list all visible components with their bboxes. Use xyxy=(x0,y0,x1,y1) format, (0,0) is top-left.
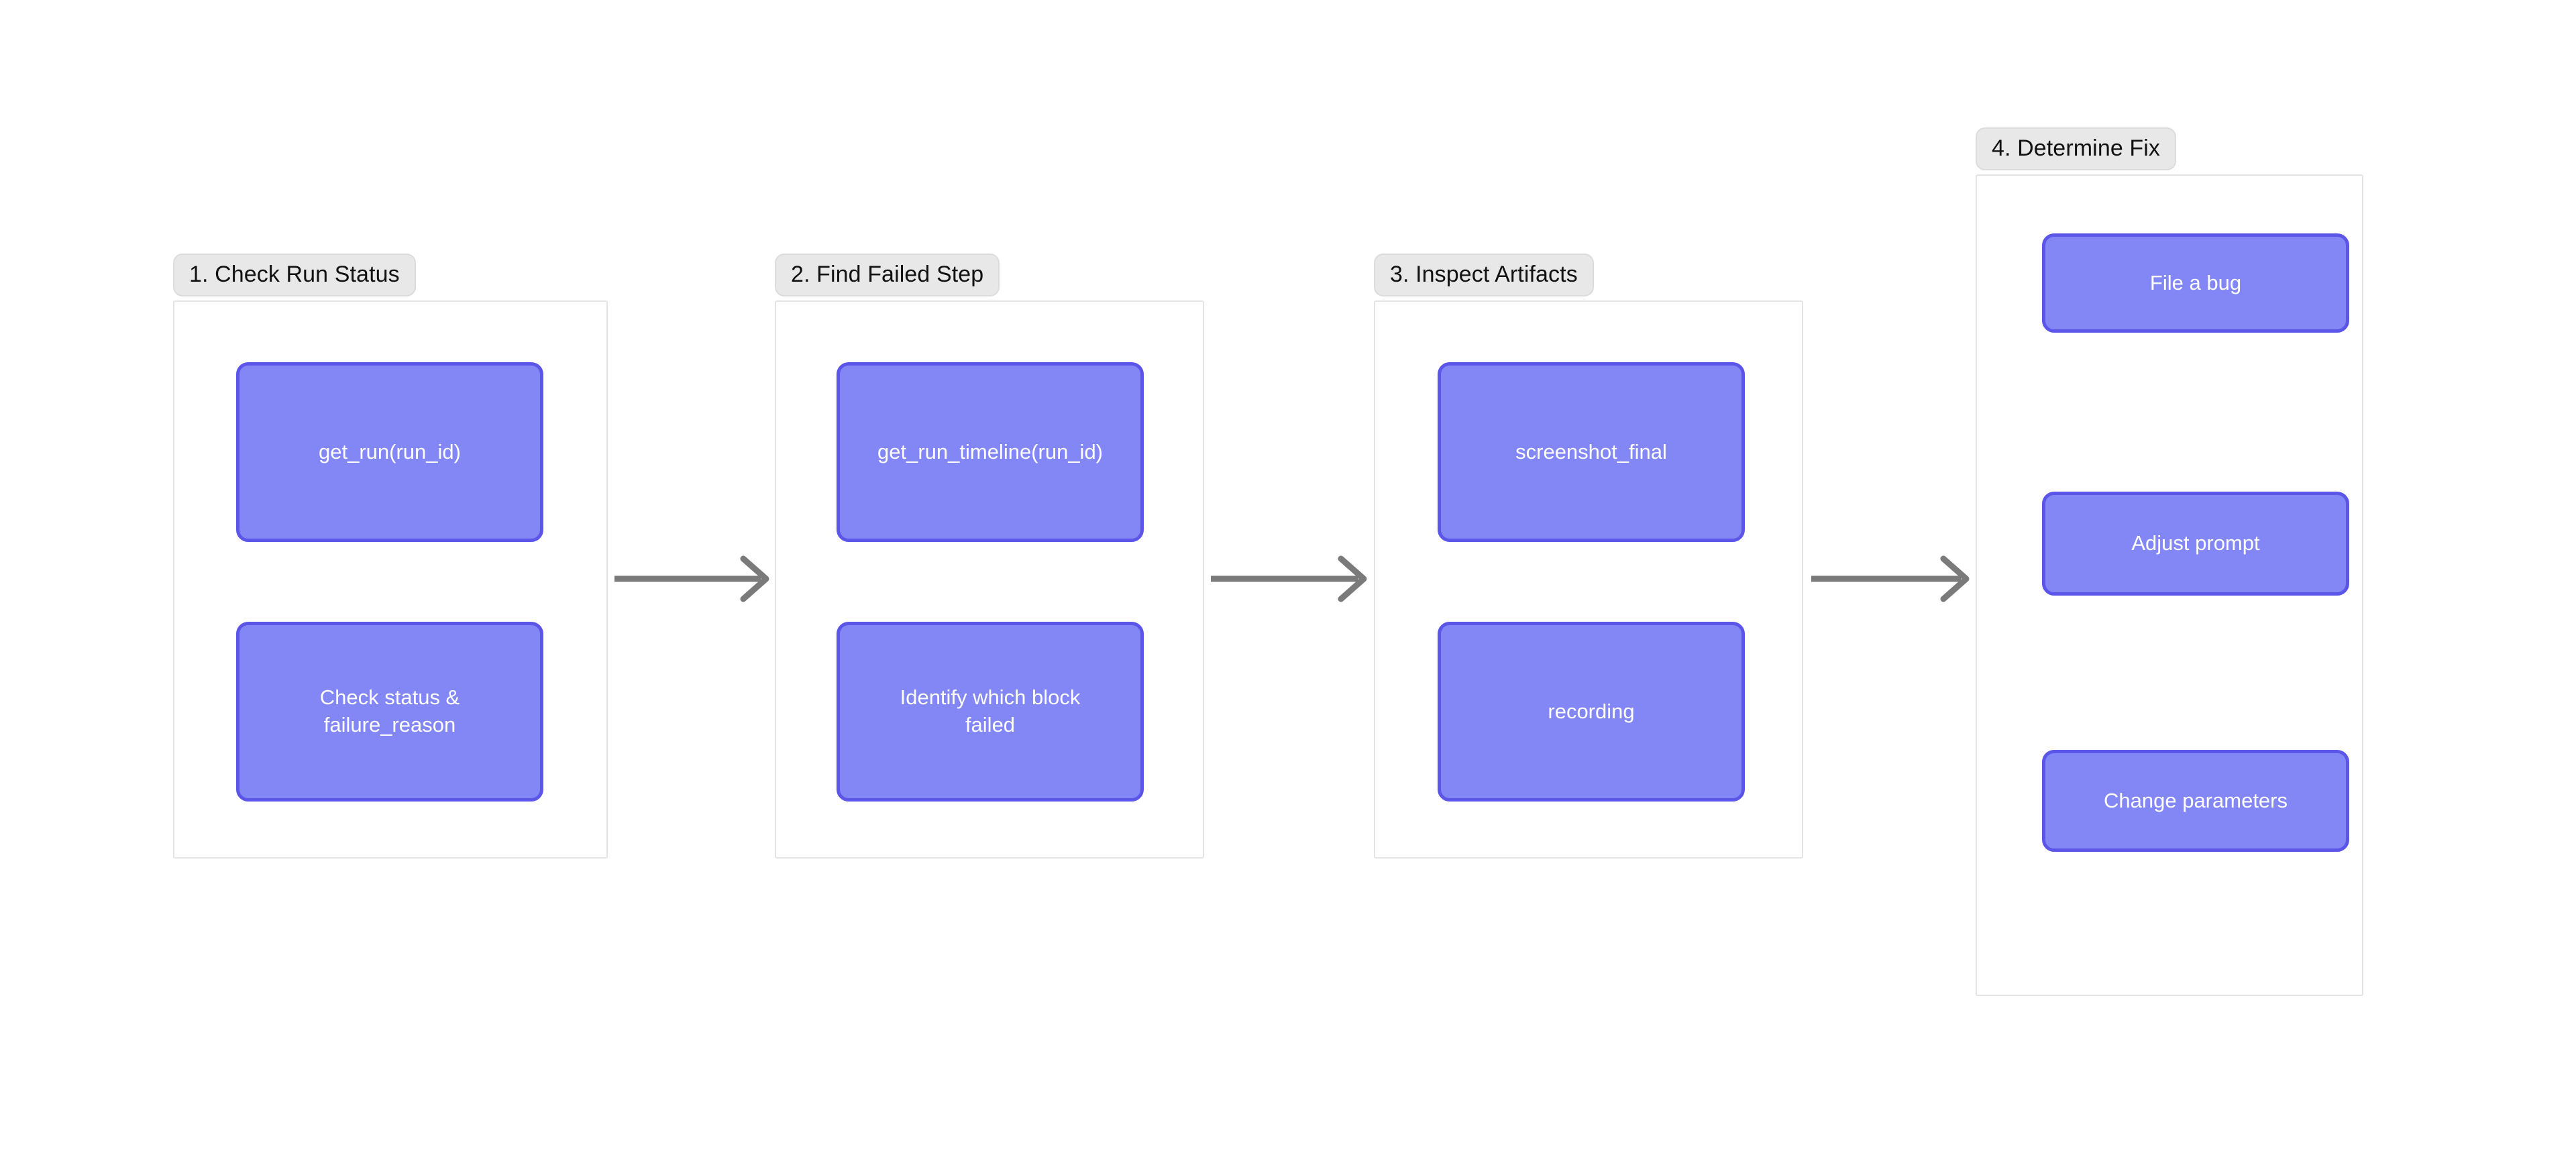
node-recording[interactable]: recording xyxy=(1438,622,1745,802)
node-adjust-prompt[interactable]: Adjust prompt xyxy=(2042,492,2349,596)
node-get-run[interactable]: get_run(run_id) xyxy=(236,362,543,542)
node-change-parameters[interactable]: Change parameters xyxy=(2042,750,2349,852)
node-file-a-bug[interactable]: File a bug xyxy=(2042,233,2349,333)
cluster-label-2: 2. Find Failed Step xyxy=(775,254,1000,296)
arrow-cluster-2-to-3 xyxy=(1211,555,1367,602)
node-identify-block[interactable]: Identify which block failed xyxy=(837,622,1144,802)
node-screenshot-final[interactable]: screenshot_final xyxy=(1438,362,1745,542)
arrow-cluster-3-to-4 xyxy=(1811,555,1970,602)
cluster-label-4: 4. Determine Fix xyxy=(1976,127,2177,170)
cluster-label-3: 3. Inspect Artifacts xyxy=(1374,254,1594,296)
arrow-cluster-1-to-2 xyxy=(614,555,769,602)
node-check-status[interactable]: Check status & failure_reason xyxy=(236,622,543,802)
node-get-run-timeline[interactable]: get_run_timeline(run_id) xyxy=(837,362,1144,542)
cluster-label-1: 1. Check Run Status xyxy=(173,254,416,296)
